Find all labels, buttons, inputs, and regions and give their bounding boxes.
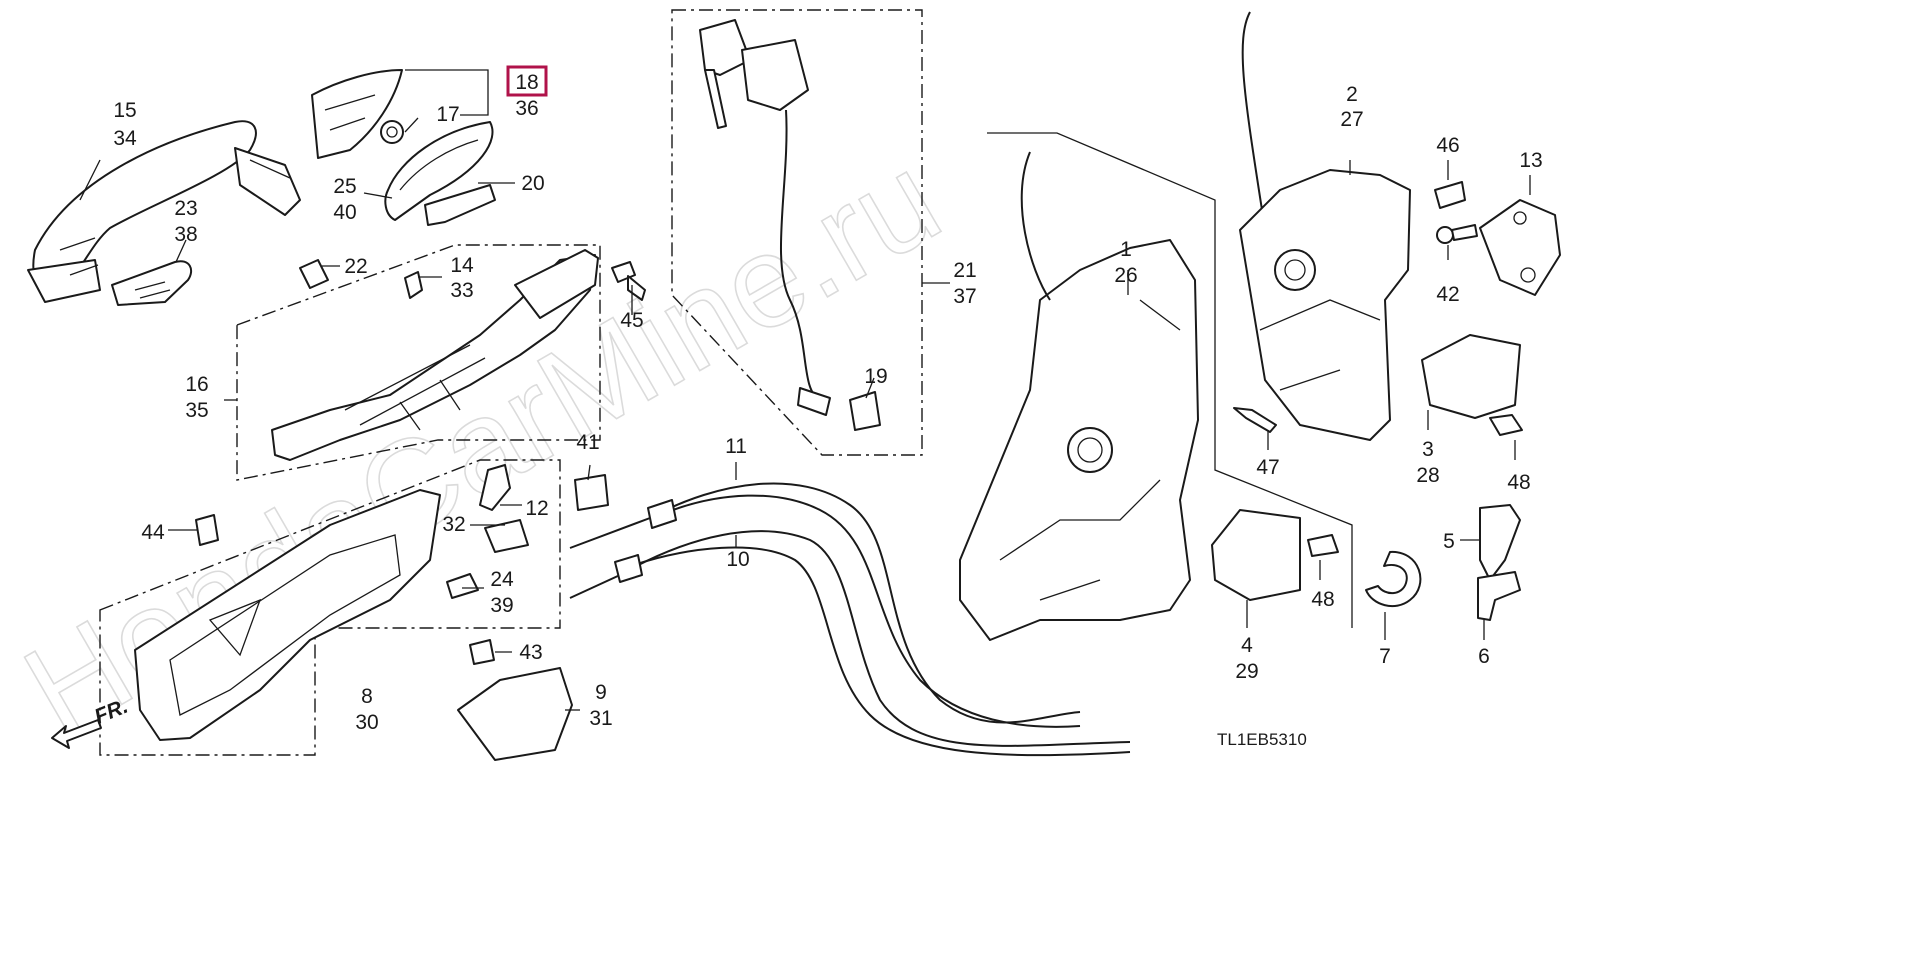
parts-diagram: HondaCarMine.ru xyxy=(0,9,1561,766)
label-34[interactable]: 34 xyxy=(113,127,137,150)
ring-7[interactable] xyxy=(1365,550,1422,608)
label-33[interactable]: 33 xyxy=(450,279,473,302)
group-box-8 xyxy=(99,459,561,756)
label-22[interactable]: 22 xyxy=(344,255,367,278)
label-20[interactable]: 20 xyxy=(521,172,544,195)
grommet-17[interactable] xyxy=(380,120,404,144)
label-46[interactable]: 46 xyxy=(1436,134,1459,157)
label-6[interactable]: 6 xyxy=(1478,645,1490,668)
clip-6[interactable] xyxy=(1477,571,1521,621)
label-38[interactable]: 38 xyxy=(174,223,197,246)
clip-14[interactable] xyxy=(404,271,423,299)
label-35[interactable]: 35 xyxy=(185,399,208,422)
bolt-45[interactable] xyxy=(611,261,646,301)
cable-11[interactable] xyxy=(569,482,1081,728)
cable-10[interactable] xyxy=(569,530,1131,757)
label-28[interactable]: 28 xyxy=(1416,464,1439,487)
screw-48b[interactable] xyxy=(1307,534,1339,557)
group-line-1 xyxy=(987,132,1353,628)
label-37[interactable]: 37 xyxy=(953,285,976,308)
clip-32[interactable] xyxy=(484,519,529,553)
label-18[interactable]: 18 xyxy=(515,71,538,94)
clip-20[interactable] xyxy=(424,184,496,226)
label-26[interactable]: 26 xyxy=(1114,264,1137,287)
screw-47[interactable] xyxy=(1233,407,1277,433)
clip-5[interactable] xyxy=(1479,504,1521,581)
label-40[interactable]: 40 xyxy=(333,201,356,224)
screw-42[interactable] xyxy=(1436,224,1478,244)
label-43[interactable]: 43 xyxy=(519,641,542,664)
leader-lines xyxy=(79,69,1531,711)
group-box-16 xyxy=(236,244,601,481)
highlight-box xyxy=(506,65,548,97)
label-45[interactable]: 45 xyxy=(620,309,643,332)
handle-frame-8[interactable] xyxy=(134,489,441,741)
clip-19[interactable] xyxy=(849,391,881,431)
clip-22[interactable] xyxy=(299,259,329,289)
label-15[interactable]: 15 xyxy=(113,99,136,122)
striker-13[interactable] xyxy=(1479,199,1561,296)
cover-3[interactable] xyxy=(1421,334,1521,419)
label-7[interactable]: 7 xyxy=(1379,645,1391,668)
label-48-upper[interactable]: 48 xyxy=(1507,471,1530,494)
handle-base-16[interactable] xyxy=(271,249,599,461)
label-42[interactable]: 42 xyxy=(1436,283,1459,306)
cover-4[interactable] xyxy=(1211,509,1301,601)
label-1[interactable]: 1 xyxy=(1120,238,1132,261)
screw-43[interactable] xyxy=(469,639,495,665)
label-12[interactable]: 12 xyxy=(525,497,548,520)
label-44[interactable]: 44 xyxy=(141,521,165,544)
front-direction-arrow: FR. xyxy=(51,695,131,749)
handle-cap-18[interactable] xyxy=(311,69,403,159)
gasket-25[interactable] xyxy=(384,121,494,221)
cover-9[interactable] xyxy=(457,667,573,761)
label-11[interactable]: 11 xyxy=(725,435,747,458)
label-27[interactable]: 27 xyxy=(1340,108,1363,131)
label-10[interactable]: 10 xyxy=(726,548,749,571)
clip-44[interactable] xyxy=(195,514,219,546)
label-3[interactable]: 3 xyxy=(1422,438,1434,461)
label-47[interactable]: 47 xyxy=(1256,456,1279,479)
label-23[interactable]: 23 xyxy=(174,197,197,220)
label-48-lower[interactable]: 48 xyxy=(1311,588,1334,611)
part-labels: 15 34 18 36 17 25 40 20 23 38 14 33 22 1… xyxy=(113,71,1542,734)
door-lock-1[interactable] xyxy=(959,151,1199,641)
label-5[interactable]: 5 xyxy=(1443,530,1455,553)
label-8[interactable]: 8 xyxy=(361,685,373,708)
label-14[interactable]: 14 xyxy=(450,254,474,277)
clip-24[interactable] xyxy=(446,573,479,599)
label-13[interactable]: 13 xyxy=(1519,149,1542,172)
label-36[interactable]: 36 xyxy=(515,97,538,120)
label-9[interactable]: 9 xyxy=(595,681,607,704)
actuator-2[interactable] xyxy=(1239,11,1411,441)
key-cylinder-21[interactable] xyxy=(699,19,831,416)
diagram-canvas: HondaCarMine.ru xyxy=(0,9,1561,765)
diagram-code: TL1EB5310 xyxy=(1217,730,1307,749)
label-31[interactable]: 31 xyxy=(589,707,612,730)
clip-12[interactable] xyxy=(479,464,511,511)
label-39[interactable]: 39 xyxy=(490,594,513,617)
label-17[interactable]: 17 xyxy=(436,103,459,126)
handle-cover-23[interactable] xyxy=(111,260,193,306)
label-25[interactable]: 25 xyxy=(333,175,356,198)
label-32[interactable]: 32 xyxy=(442,513,465,536)
bolt-46[interactable] xyxy=(1434,181,1466,209)
label-29[interactable]: 29 xyxy=(1235,660,1258,683)
label-30[interactable]: 30 xyxy=(355,711,378,734)
pad-41[interactable] xyxy=(574,474,609,511)
screw-48a[interactable] xyxy=(1489,414,1523,436)
label-41[interactable]: 41 xyxy=(576,431,599,454)
group-box-21 xyxy=(671,9,923,456)
label-16[interactable]: 16 xyxy=(185,373,208,396)
label-4[interactable]: 4 xyxy=(1241,634,1253,657)
label-19[interactable]: 19 xyxy=(864,365,887,388)
label-24[interactable]: 24 xyxy=(490,568,514,591)
outer-handle-part[interactable] xyxy=(27,120,301,303)
label-2[interactable]: 2 xyxy=(1346,83,1358,106)
label-21[interactable]: 21 xyxy=(953,259,976,282)
